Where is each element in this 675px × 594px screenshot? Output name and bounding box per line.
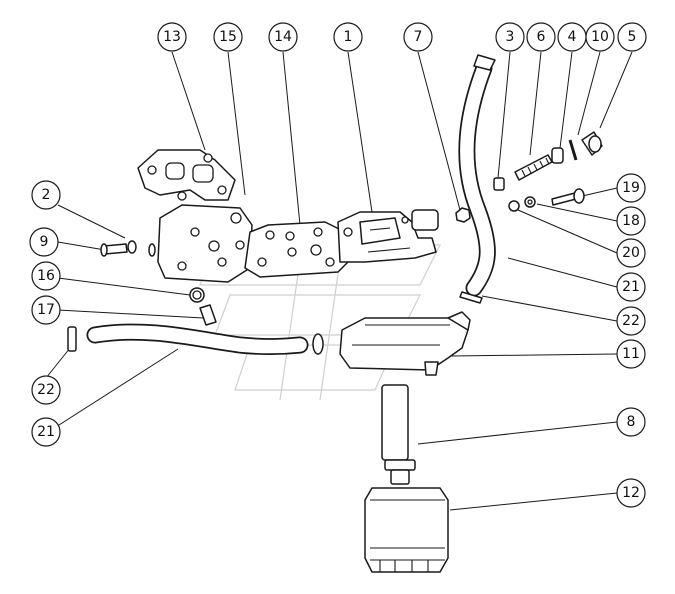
callout-10: 10 — [585, 22, 615, 52]
filter-head-1 — [337, 209, 439, 263]
callout-12: 12 — [616, 478, 646, 508]
pin-22-right — [459, 291, 483, 304]
callout-label: 22 — [622, 313, 640, 329]
callout-label: 8 — [627, 414, 636, 430]
callout-8: 8 — [616, 407, 646, 437]
callout-label: 21 — [37, 424, 55, 440]
bolt-17 — [199, 304, 217, 326]
o-ring-2 — [127, 240, 137, 254]
callout-label: 10 — [591, 29, 609, 45]
fitting-3 — [493, 177, 505, 191]
callout-9: 9 — [29, 227, 59, 257]
callout-label: 12 — [622, 485, 640, 501]
bracket-15 — [157, 204, 253, 283]
banjo-bolt-19 — [551, 188, 585, 206]
cap-5 — [581, 131, 603, 156]
filter-stem-8 — [381, 384, 416, 485]
plug-4 — [551, 147, 564, 164]
callout-13: 13 — [157, 22, 187, 52]
callout-label: 1 — [344, 29, 353, 45]
callout-4: 4 — [557, 22, 587, 52]
callout-label: 3 — [506, 29, 515, 45]
callout-label: 18 — [622, 213, 640, 229]
callout-label: 20 — [622, 245, 640, 261]
callout-label: 19 — [622, 180, 640, 196]
callout-22-left: 22 — [31, 375, 61, 405]
callout-label: 5 — [628, 29, 637, 45]
nut-7 — [455, 207, 471, 223]
filter-housing-11 — [339, 311, 471, 376]
callout-label: 14 — [274, 29, 292, 45]
hose-21-upper — [458, 54, 496, 297]
callout-17: 17 — [31, 295, 61, 325]
callout-22-right: 22 — [616, 306, 646, 336]
hose-21-lower — [86, 323, 324, 356]
callout-19: 19 — [616, 173, 646, 203]
callout-3: 3 — [495, 22, 525, 52]
seal-20 — [508, 200, 520, 212]
leader-lines — [45, 51, 633, 511]
callout-label: 6 — [537, 29, 546, 45]
callout-16: 16 — [31, 261, 61, 291]
o-ring-16 — [189, 287, 205, 303]
callout-label: 21 — [622, 279, 640, 295]
callout-2: 2 — [31, 180, 61, 210]
callout-21-right: 21 — [616, 272, 646, 302]
spring-6 — [514, 154, 553, 181]
callout-21-left: 21 — [31, 417, 61, 447]
pin-22-left — [67, 326, 77, 352]
washer-18 — [524, 196, 536, 208]
callout-label: 13 — [163, 29, 181, 45]
callout-label: 4 — [568, 29, 577, 45]
callout-label: 17 — [37, 302, 55, 318]
callout-14: 14 — [268, 22, 298, 52]
adapter-plate-14 — [244, 221, 349, 278]
callout-label: 15 — [219, 29, 237, 45]
callout-1: 1 — [333, 22, 363, 52]
callout-label: 22 — [37, 382, 55, 398]
callout-label: 16 — [37, 268, 55, 284]
callout-15: 15 — [213, 22, 243, 52]
callout-18: 18 — [616, 206, 646, 236]
filter-canister-12 — [364, 487, 449, 573]
callout-11: 11 — [616, 339, 646, 369]
callout-label: 9 — [40, 234, 49, 250]
callout-label: 2 — [42, 187, 51, 203]
o-ring-10 — [568, 139, 578, 161]
callout-20: 20 — [616, 238, 646, 268]
callout-6: 6 — [526, 22, 556, 52]
callout-7: 7 — [403, 22, 433, 52]
gasket-13 — [137, 149, 236, 201]
callout-label: 11 — [622, 346, 640, 362]
callout-label: 7 — [414, 29, 423, 45]
bolt-9 — [100, 243, 156, 257]
callout-5: 5 — [617, 22, 647, 52]
